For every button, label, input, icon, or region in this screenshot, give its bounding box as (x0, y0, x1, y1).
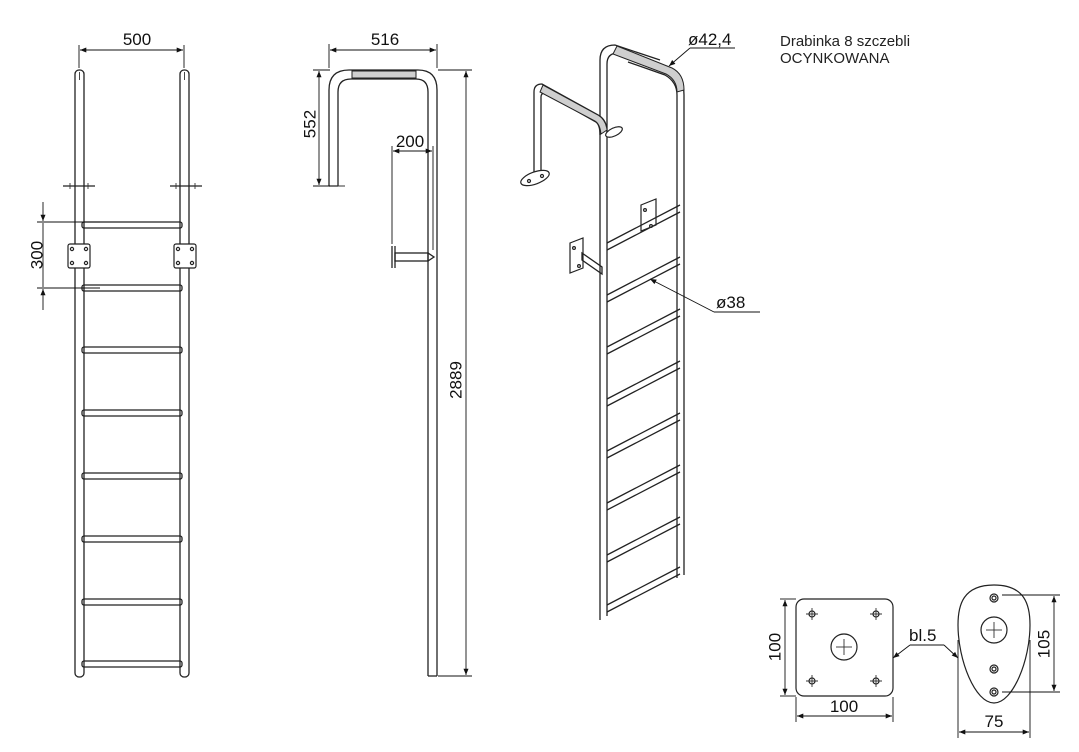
dim-front-width: 500 (123, 30, 151, 49)
front-mount-plate-left (67, 243, 91, 269)
dim-rung-spacing: 300 (27, 241, 46, 269)
dim-total-height: 2889 (446, 361, 465, 399)
iso-hook-foot-plate (520, 169, 550, 187)
iso-rung (606, 412, 681, 459)
front-right-rail (179, 69, 190, 678)
front-rungs (81, 221, 183, 668)
iso-hook-outer (533, 83, 608, 175)
dim-side-top-height: 552 (300, 110, 319, 138)
iso-rung (606, 516, 681, 563)
iso-rung (606, 256, 681, 303)
side-view: 516 552 200 2889 (300, 30, 472, 677)
iso-hook-pipe (539, 84, 608, 135)
iso-rung (606, 308, 681, 355)
dim-rail-diameter: ø42,4 (688, 30, 731, 49)
title-line-1: Drabinka 8 szczebli (780, 33, 910, 50)
square-plate-detail: 100 100 bl.5 (765, 598, 959, 722)
dim-oval-height: 105 (1034, 630, 1053, 658)
iso-front-rail-outer (627, 61, 678, 578)
dim-oval-width: 75 (985, 712, 1004, 731)
square-plate-bolt-holes (806, 608, 882, 687)
oval-plate (957, 584, 1031, 704)
front-rung (81, 598, 183, 606)
isometric-view: ø42,4 ø38 (520, 30, 760, 620)
iso-rung (606, 204, 681, 251)
dim-side-top-width: 516 (371, 30, 399, 49)
dim-rung-diameter: ø38 (716, 293, 745, 312)
side-top-rung (351, 70, 417, 79)
iso-top-flange (605, 126, 623, 138)
side-rail-outer (328, 69, 438, 676)
front-rung (81, 346, 183, 354)
iso-rung (606, 360, 681, 407)
iso-wall-bracket-left (569, 237, 603, 276)
iso-rung (606, 464, 681, 511)
front-mount-plate-right (173, 243, 197, 269)
dim-bracket-depth: 200 (396, 132, 424, 151)
oval-plate-detail: 105 75 (957, 584, 1060, 738)
title-line-2: OCYNKOWANA (780, 50, 889, 67)
front-rung (81, 221, 183, 229)
dim-plate-width: 100 (830, 697, 858, 716)
iso-top-cap (612, 45, 685, 93)
iso-rear-rail-outer (599, 44, 661, 620)
iso-rung (606, 566, 681, 613)
front-left-rail (74, 69, 85, 678)
front-rung (81, 472, 183, 480)
dim-plate-thickness: bl.5 (909, 626, 936, 645)
front-rung (81, 660, 183, 668)
dim-plate-height: 100 (765, 633, 784, 661)
front-rung (81, 409, 183, 417)
oval-plate-bolt-holes (989, 593, 999, 697)
front-view: 500 300 (27, 30, 202, 678)
iso-rungs (606, 204, 681, 613)
front-rung (81, 535, 183, 543)
side-bracket-arm (394, 252, 429, 262)
side-rail-inner (337, 78, 429, 676)
